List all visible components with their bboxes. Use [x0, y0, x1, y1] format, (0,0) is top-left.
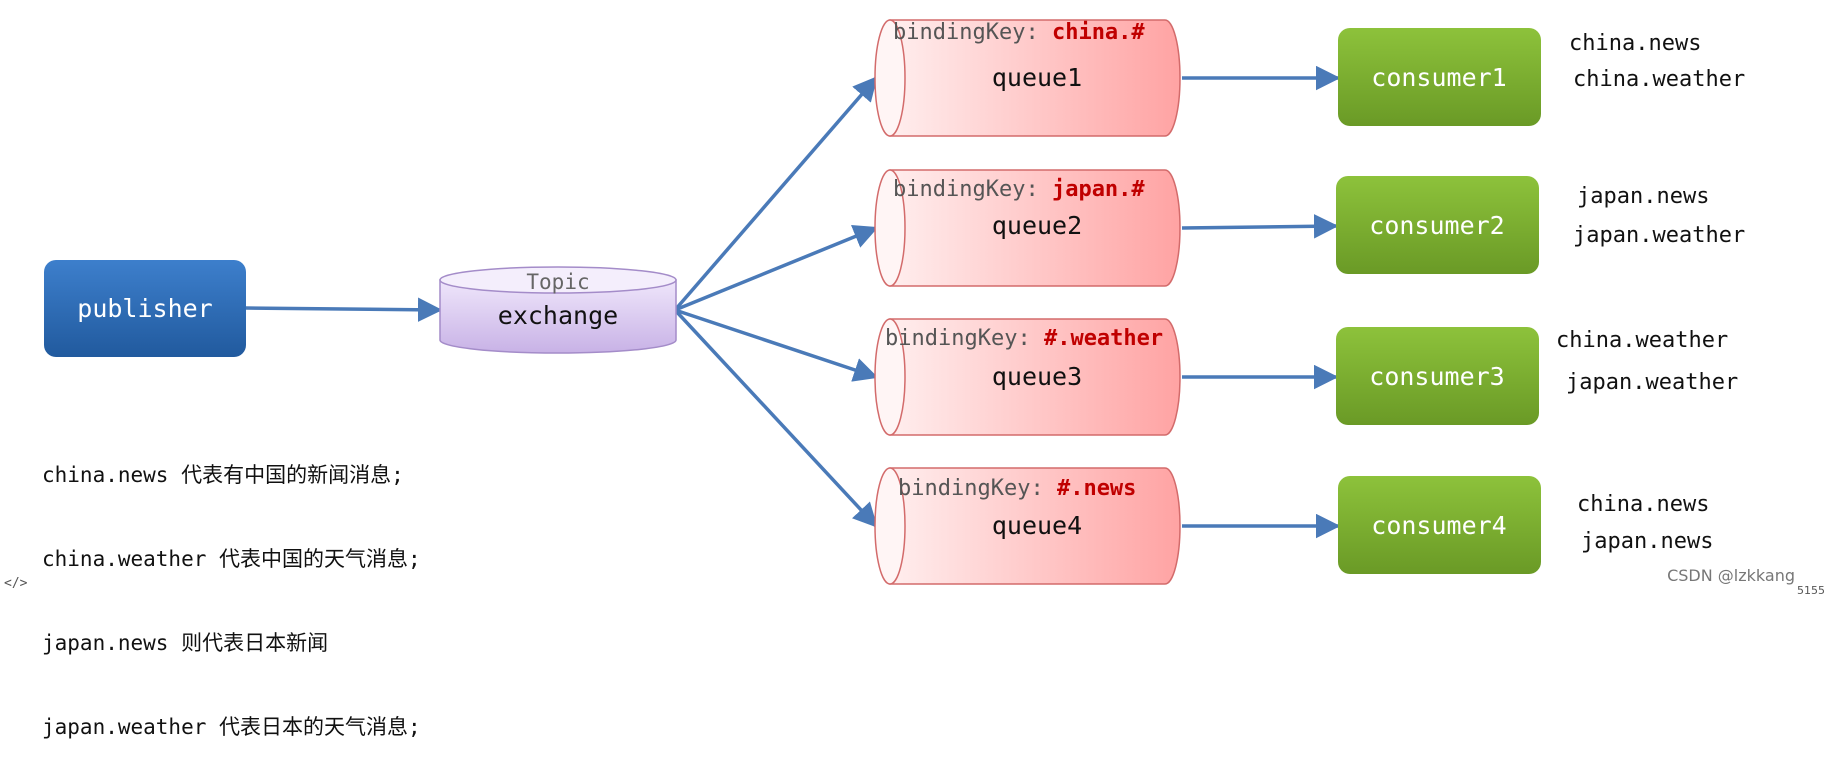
arrow-exchange-queue3 [674, 308, 879, 382]
corner-number: 5155 [1797, 584, 1825, 597]
publisher-node: publisher [44, 260, 246, 357]
queue-3: bindingKey: #.weather queue3 [874, 318, 1181, 436]
code-icon[interactable]: </> [4, 576, 28, 591]
consumer-1: consumer1 [1338, 28, 1541, 126]
binding-key-label: bindingKey: #.news [898, 476, 1136, 501]
description-line: china.news 代表有中国的新闻消息; [42, 463, 404, 487]
queue-1: bindingKey: china.# queue1 [874, 19, 1181, 137]
consumer-3: consumer3 [1336, 327, 1539, 425]
publisher-label: publisher [77, 294, 212, 323]
description-line: china.weather 代表中国的天气消息; [42, 547, 421, 571]
arrow-exchange-queue4 [673, 308, 878, 528]
binding-key-value: #.weather [1044, 326, 1163, 351]
binding-key-value: japan.# [1052, 177, 1145, 202]
message-label: china.news [1569, 31, 1701, 56]
consumer-label: consumer3 [1369, 362, 1504, 391]
message-label: japan.weather [1566, 370, 1738, 395]
description-line: japan.news 则代表日本新闻 [42, 631, 329, 655]
arrow-exchange-queue1 [673, 76, 878, 312]
binding-key-value: #.news [1057, 476, 1136, 501]
message-label: china.weather [1556, 328, 1728, 353]
topic-exchange-diagram: publisher Topic exchange bindingKey: chi… [44, 19, 1745, 585]
consumer-label: consumer2 [1369, 211, 1504, 240]
message-label: japan.weather [1573, 223, 1745, 248]
consumer-label: consumer1 [1371, 63, 1506, 92]
arrow-publisher-exchange [245, 297, 443, 323]
binding-key-label: bindingKey: #.weather [885, 326, 1163, 351]
consumer-2: consumer2 [1336, 176, 1539, 274]
queue-2: bindingKey: japan.# queue2 [874, 169, 1181, 287]
message-label: china.weather [1573, 67, 1745, 92]
message-label: japan.news [1577, 184, 1709, 209]
exchange-label: exchange [498, 301, 618, 330]
message-label: japan.news [1581, 529, 1713, 554]
consumer-label: consumer4 [1371, 511, 1506, 540]
arrow-exchange-queue2 [674, 224, 879, 312]
message-label: china.news [1577, 492, 1709, 517]
queue-label: queue2 [992, 211, 1082, 240]
binding-key-label: bindingKey: japan.# [893, 177, 1145, 202]
routing-key-description: china.news 代表有中国的新闻消息; china.weather 代表中… [42, 405, 421, 769]
exchange-node: Topic exchange [439, 266, 677, 354]
arrow-queue2-consumer2 [1181, 214, 1339, 239]
binding-key-value: china.# [1052, 20, 1145, 45]
received-messages: china.news china.weather japan.news japa… [1556, 31, 1745, 554]
queue-label: queue1 [992, 63, 1082, 92]
arrows [245, 65, 1341, 539]
queue-label: queue3 [992, 362, 1082, 391]
queue-label: queue4 [992, 511, 1082, 540]
binding-key-label: bindingKey: china.# [893, 20, 1145, 45]
exchange-type-label: Topic [526, 270, 589, 294]
queue-4: bindingKey: #.news queue4 [874, 467, 1181, 585]
consumer-4: consumer4 [1338, 476, 1541, 574]
watermark: CSDN @lzkkang [1667, 566, 1795, 585]
description-line: japan.weather 代表日本的天气消息; [42, 715, 421, 739]
